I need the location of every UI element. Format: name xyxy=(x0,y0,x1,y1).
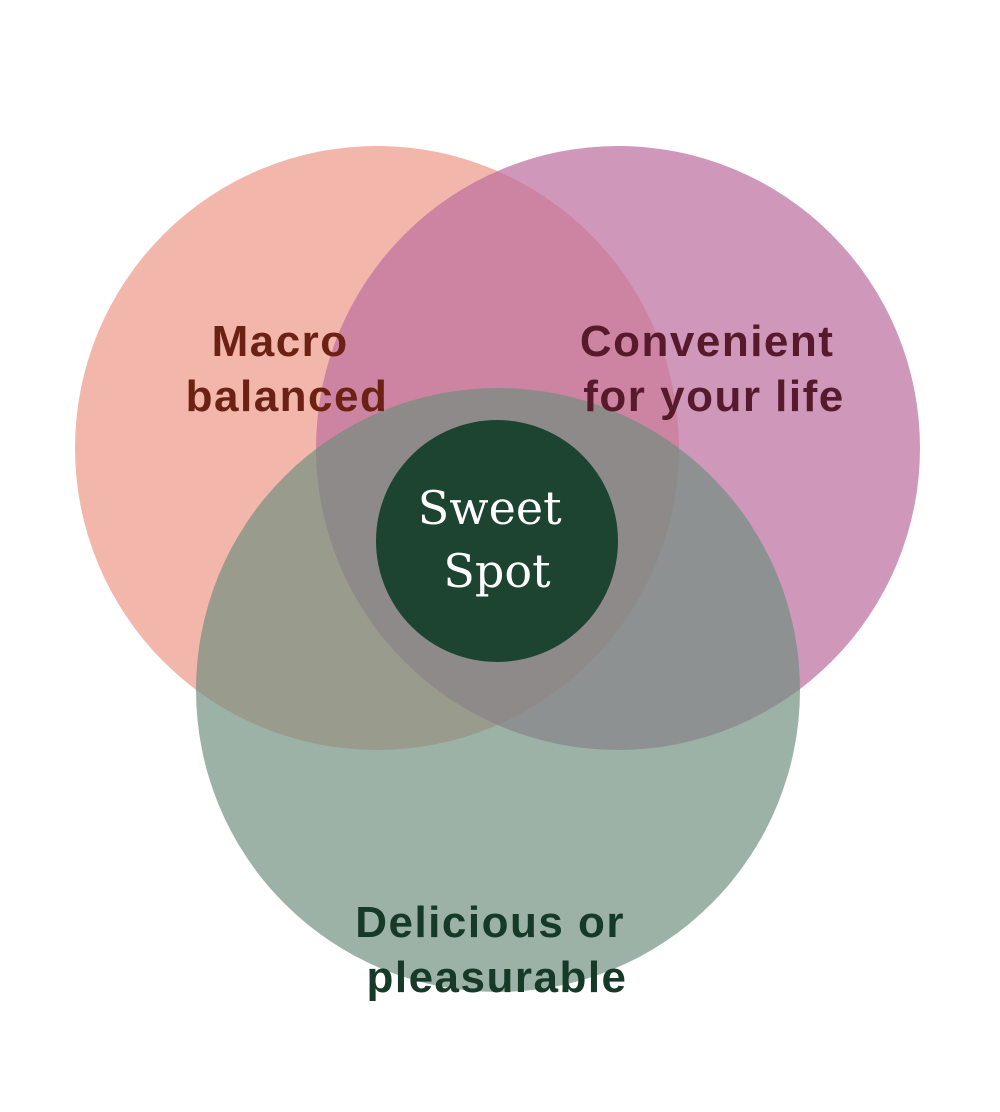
label-convenient-line-1: Convenient xyxy=(580,317,835,366)
label-macro-balanced: Macro balanced xyxy=(186,317,389,421)
label-convenient: Convenient for your life xyxy=(580,317,848,421)
circle-sweet-spot xyxy=(376,420,618,662)
circle-delicious xyxy=(196,388,800,992)
label-delicious: Delicious or pleasurable xyxy=(355,898,639,1002)
label-convenient-line-2: for your life xyxy=(583,372,845,421)
label-delicious-line-2: pleasurable xyxy=(366,953,627,1002)
label-macro-line-1: Macro xyxy=(212,317,349,366)
label-delicious-line-1: Delicious or xyxy=(355,898,625,947)
label-macro-line-2: balanced xyxy=(186,372,389,421)
label-sweet-spot: Sweet Spot xyxy=(418,481,576,598)
label-sweet-spot-line-1: Sweet xyxy=(418,481,562,535)
label-sweet-spot-line-2: Spot xyxy=(443,544,551,598)
